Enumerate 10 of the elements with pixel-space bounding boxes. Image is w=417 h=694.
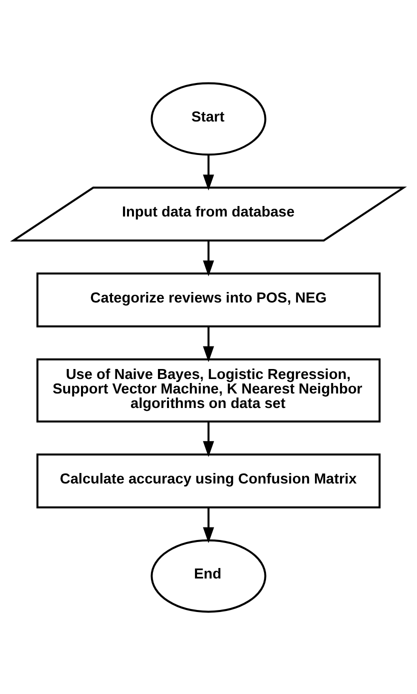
- arrow: [202, 326, 214, 362]
- node-ellipse: End: [150, 538, 266, 612]
- arrow: [202, 421, 214, 456]
- node-box: Calculate accuracy using Confusion Matrix: [36, 453, 381, 508]
- arrow: [202, 507, 214, 543]
- arrow: [202, 154, 214, 190]
- arrow: [202, 240, 214, 276]
- node-box: Use of Naive Bayes, Logistic Regression, Support Vector Machine, K Nearest Neighbor algorithms on data set: [36, 358, 381, 422]
- node-box: Categorize reviews into POS, NEG: [36, 272, 381, 327]
- node-ellipse: Start: [150, 82, 266, 156]
